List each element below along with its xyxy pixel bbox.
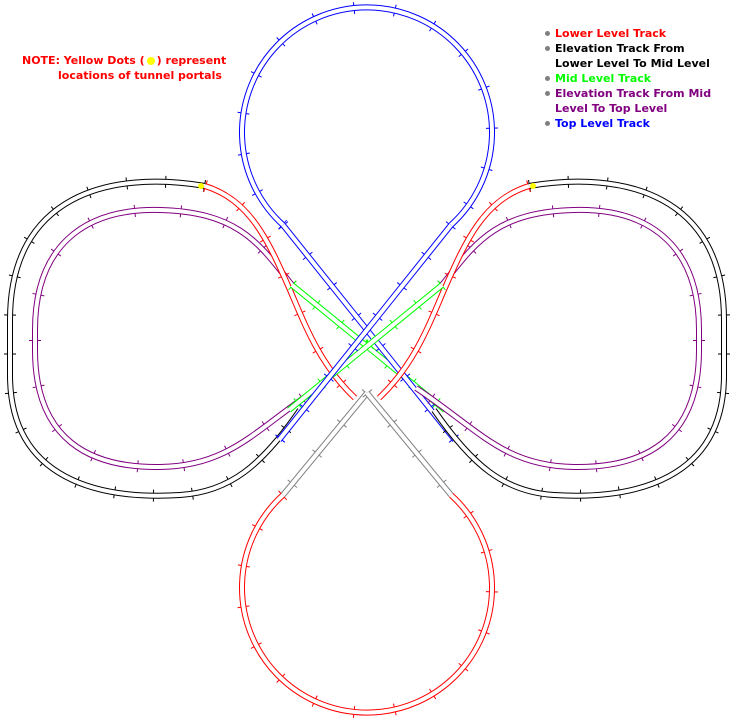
legend-label: Top Level Track [555, 117, 650, 130]
bullet-icon [545, 46, 550, 51]
note-line1-pre: NOTE: Yellow Dots ( [22, 54, 145, 67]
legend-label: Elevation Track From Mid [555, 87, 712, 100]
legend-label-cont: Lower Level To Mid Level [555, 57, 710, 70]
legend-item-mid-level: Mid Level Track [545, 71, 711, 86]
top-level-track-loop [236, 1, 498, 230]
legend: Lower Level Track Elevation Track From L… [545, 26, 711, 131]
legend-item-top-level: Top Level Track [545, 116, 711, 131]
note-line2: locations of tunnel portals [58, 69, 222, 82]
bullet-icon [545, 31, 550, 36]
tunnel-portal-note: NOTE: Yellow Dots ( ) represent locations… [22, 53, 226, 83]
legend-item-lower-level: Lower Level Track [545, 26, 711, 41]
bullet-icon [545, 121, 550, 126]
bullet-icon [545, 76, 550, 81]
bullet-icon [545, 91, 550, 96]
yellow-dot-icon [146, 57, 155, 65]
legend-label: Elevation Track From [555, 42, 685, 55]
note-line1-post: ) represent [156, 54, 227, 67]
legend-item-elevation-mid-top: Elevation Track From Mid Level To Top Le… [545, 86, 711, 116]
left-half-layout [10, 182, 455, 496]
legend-label: Mid Level Track [555, 72, 652, 85]
legend-label: Lower Level Track [555, 27, 667, 40]
lower-level-track-loop [236, 490, 498, 719]
right-half-layout [279, 182, 724, 496]
legend-label-cont: Level To Top Level [555, 102, 668, 115]
legend-item-elevation-lower-mid: Elevation Track From Lower Level To Mid … [545, 41, 711, 71]
